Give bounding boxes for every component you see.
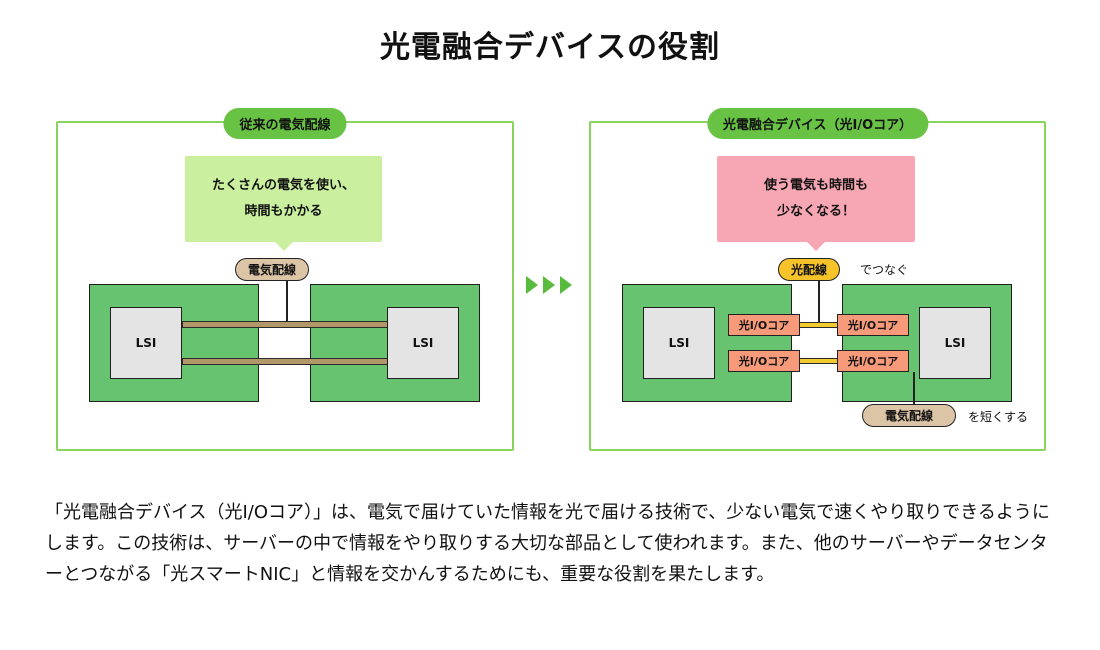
optical-device-label: 光電融合デバイス（光I/Oコア） xyxy=(706,108,929,139)
conventional-wiring-label: 従来の電気配線 xyxy=(223,108,347,139)
optical-io-core: 光I/Oコア xyxy=(728,350,800,372)
conventional-bubble-line2: 時間もかかる xyxy=(244,204,323,219)
optical-io-core: 光I/Oコア xyxy=(837,314,909,336)
optical-io-core: 光I/Oコア xyxy=(837,350,909,372)
short-electric-wire-note: を短くする xyxy=(968,410,1029,424)
optical-fiber-top xyxy=(797,322,841,328)
left-lsi-chip: LSI xyxy=(110,307,182,379)
optical-device-panel: 光電融合デバイス（光I/Oコア） 使う電気も時間も 少なくなる！ 光配線 でつな… xyxy=(589,108,1046,451)
conventional-wiring-panel: 従来の電気配線 たくさんの電気を使い、 時間もかかる 電気配線 LSI LSI xyxy=(56,108,514,451)
description-text: 「光電融合デバイス（光I/Oコア）」は、電気で届けていた情報を光で届ける技術で、… xyxy=(45,502,1050,585)
optical-io-core: 光I/Oコア xyxy=(728,314,800,336)
electric-cable-bottom xyxy=(182,358,390,365)
electric-cable-top xyxy=(182,321,390,328)
left-lsi-chip: LSI xyxy=(643,307,715,379)
optical-bubble-line2: 少なくなる！ xyxy=(776,204,855,219)
conventional-bubble-line1: たくさんの電気を使い、 xyxy=(211,178,355,193)
short-electric-wire-connector xyxy=(913,372,915,406)
conventional-speech-bubble: たくさんの電気を使い、 時間もかかる xyxy=(185,156,382,251)
optical-wire-note: でつなぐ xyxy=(860,263,909,277)
electric-wire-label: 電気配線 xyxy=(235,258,310,281)
optical-wire-label: 光配線 xyxy=(778,258,841,281)
optical-wire-connector xyxy=(818,280,820,322)
optical-fiber-bottom xyxy=(797,358,841,364)
right-lsi-chip: LSI xyxy=(919,307,991,379)
optical-speech-bubble: 使う電気も時間も 少なくなる！ xyxy=(717,156,915,251)
page-title: 光電融合デバイスの役割 xyxy=(379,30,721,65)
triple-arrow-icon xyxy=(526,276,572,294)
right-lsi-chip: LSI xyxy=(387,307,459,379)
short-electric-wire-label: 電気配線 xyxy=(862,404,957,427)
electric-wire-connector xyxy=(286,280,288,322)
optical-bubble-line1: 使う電気も時間も xyxy=(763,178,868,193)
